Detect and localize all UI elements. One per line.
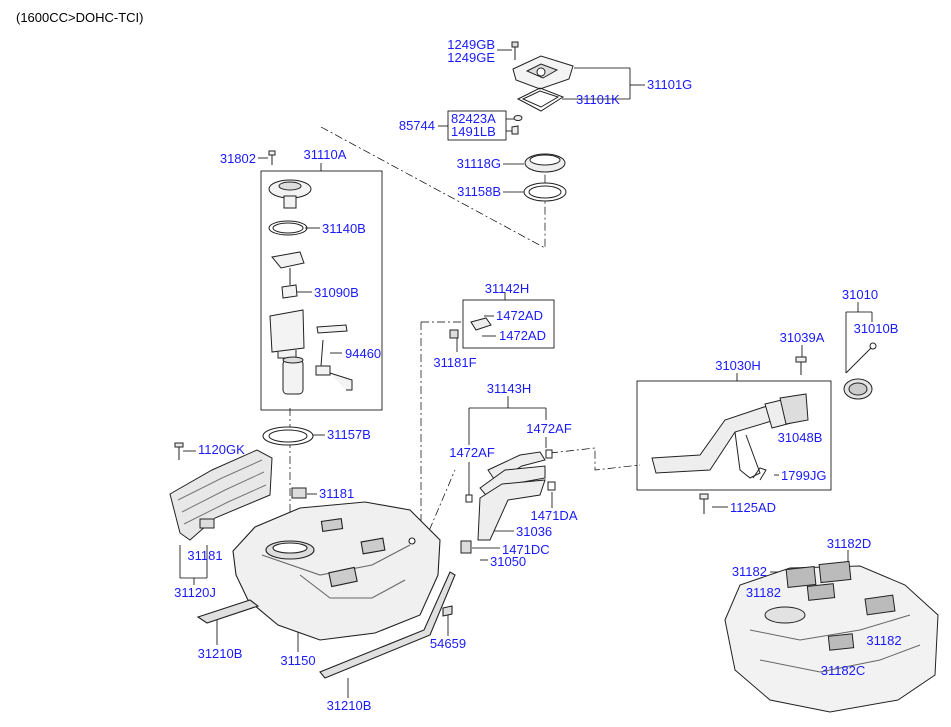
tank-pad-view bbox=[724, 560, 939, 713]
part-label-31090b[interactable]: 31090B bbox=[314, 285, 359, 300]
part-label-1472ad-bottom[interactable]: 1472AD bbox=[499, 328, 546, 343]
part-label-31010b[interactable]: 31010B bbox=[853, 321, 899, 336]
leader-lines bbox=[179, 49, 884, 698]
part-label-31182-b[interactable]: 31182 bbox=[745, 585, 781, 600]
part-label-31182-a[interactable]: 31182 bbox=[731, 564, 767, 579]
part-label-31048b[interactable]: 31048B bbox=[777, 430, 823, 445]
filler-hose-assembly bbox=[449, 317, 556, 554]
part-label-31158b[interactable]: 31158B bbox=[457, 184, 501, 199]
part-label-82423a[interactable]: 82423A bbox=[451, 111, 496, 126]
part-label-54659[interactable]: 54659 bbox=[429, 636, 467, 651]
part-label-1125ad[interactable]: 1125AD bbox=[730, 500, 777, 515]
part-label-31210b-bottom[interactable]: 31210B bbox=[326, 698, 372, 713]
fuel-pump-assembly bbox=[262, 150, 353, 446]
part-label-31039a[interactable]: 31039A bbox=[779, 330, 825, 345]
part-label-31143h[interactable]: 31143H bbox=[486, 381, 532, 396]
part-label-31050[interactable]: 31050 bbox=[490, 554, 527, 569]
engine-spec-header: (1600CC>DOHC-TCI) bbox=[16, 10, 144, 25]
part-label-1120gk[interactable]: 1120GK bbox=[198, 442, 245, 457]
part-label-1249ge[interactable]: 1249GE bbox=[447, 50, 495, 65]
part-label-1799jg[interactable]: 1799JG bbox=[781, 468, 827, 483]
part-label-31181-tank[interactable]: 31181 bbox=[319, 486, 355, 501]
part-label-85744[interactable]: 85744 bbox=[398, 118, 435, 133]
heat-shield bbox=[169, 442, 307, 541]
part-label-31802[interactable]: 31802 bbox=[219, 151, 256, 166]
part-label-31182-c[interactable]: 31182 bbox=[866, 633, 902, 648]
part-label-94460[interactable]: 94460 bbox=[345, 346, 382, 361]
part-label-1472af-left[interactable]: 1472AF bbox=[449, 445, 495, 460]
part-label-31210b-left[interactable]: 31210B bbox=[197, 646, 243, 661]
part-label-31140b[interactable]: 31140B bbox=[322, 221, 366, 236]
part-label-31182c[interactable]: 31182C bbox=[820, 663, 866, 678]
part-label-31036[interactable]: 31036 bbox=[516, 524, 553, 539]
part-label-31101k[interactable]: 31101K bbox=[576, 92, 620, 107]
part-label-1472ad-top[interactable]: 1472AD bbox=[496, 308, 543, 323]
part-label-31181-shield[interactable]: 31181 bbox=[187, 548, 223, 563]
access-cover-assembly bbox=[511, 41, 574, 202]
part-label-31142h[interactable]: 31142H bbox=[484, 281, 530, 296]
part-label-31101g[interactable]: 31101G bbox=[647, 77, 693, 92]
part-label-1249gb[interactable]: 1249GB bbox=[447, 37, 495, 52]
part-label-31030h[interactable]: 31030H bbox=[715, 358, 761, 373]
part-label-31118g[interactable]: 31118G bbox=[456, 156, 501, 171]
part-label-1471da[interactable]: 1471DA bbox=[530, 508, 578, 523]
part-label-31110a[interactable]: 31110A bbox=[303, 147, 347, 162]
part-label-1471dc[interactable]: 1471DC bbox=[502, 542, 550, 557]
part-label-31150[interactable]: 31150 bbox=[280, 653, 316, 668]
part-label-31182d[interactable]: 31182D bbox=[826, 536, 872, 551]
part-label-1472af-right[interactable]: 1472AF bbox=[526, 421, 572, 436]
part-label-31120j[interactable]: 31120J bbox=[174, 585, 216, 600]
part-label-31157b[interactable]: 31157B bbox=[327, 427, 371, 442]
part-label-31181f[interactable]: 31181F bbox=[433, 355, 477, 370]
filler-neck-assembly bbox=[651, 342, 877, 514]
part-label-1491lb[interactable]: 1491LB bbox=[451, 124, 496, 139]
fuel-tank bbox=[196, 501, 456, 679]
part-label-31010[interactable]: 31010 bbox=[841, 287, 879, 302]
